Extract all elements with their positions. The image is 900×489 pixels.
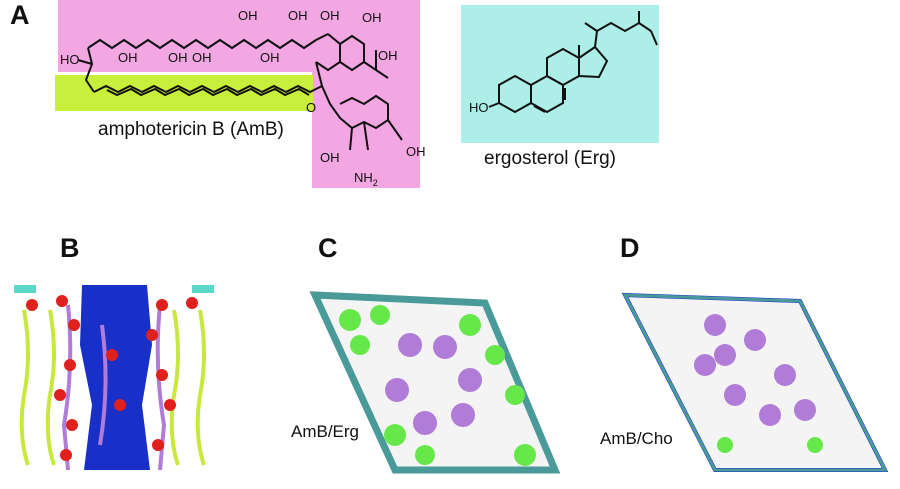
panel-letter-a: A	[10, 0, 30, 30]
channel-surface	[80, 285, 152, 470]
channel-top-view-cho	[621, 292, 889, 472]
amb-oh-label: OH	[260, 50, 280, 65]
channel-side-view	[14, 285, 214, 471]
lipid-tails	[19, 309, 206, 466]
cholesterol-molecules	[717, 437, 823, 453]
erg-bonds	[488, 11, 658, 114]
amb-oh-label: OH	[320, 150, 340, 165]
amb-oh-label: OH	[320, 8, 340, 23]
amb-bonds	[77, 33, 403, 151]
amphotericin-b-structure: OH OH OH OH OH OH OH OH OH HO O OH OH NH…	[55, 0, 426, 188]
amb-oh-label: OH	[406, 144, 426, 159]
amb-amine-label: NH2	[354, 170, 378, 188]
amb-ho-label: HO	[60, 52, 80, 67]
amb-oh-label: OH	[238, 8, 258, 23]
panel-letter-b: B	[60, 233, 80, 263]
amb-oh-label: OH	[168, 50, 188, 65]
ergosterol-structure: HO	[461, 5, 659, 143]
label-amb-erg: AmB/Erg	[291, 422, 360, 441]
amb-oh-label: OH	[118, 50, 138, 65]
panel-letter-d: D	[620, 233, 640, 263]
oxygen-atoms	[26, 295, 198, 461]
erg-ho-label: HO	[469, 100, 489, 115]
amb-oh-label: OH	[288, 8, 308, 23]
ergosterol-molecules	[339, 305, 536, 466]
amb-o-label: O	[306, 100, 316, 115]
amb-oh-label: OH	[362, 10, 382, 25]
amb-oh-label: OH	[378, 48, 398, 63]
panel-letter-c: C	[318, 233, 338, 263]
erg-caption: ergosterol (Erg)	[484, 148, 616, 169]
pore	[419, 369, 451, 401]
amb-molecules	[385, 333, 482, 435]
headgroups	[14, 285, 214, 293]
label-amb-cho: AmB/Cho	[600, 429, 673, 448]
ergosterol-highlight	[461, 5, 659, 143]
amb-molecules	[694, 314, 816, 426]
amb-oh-label: OH	[192, 50, 212, 65]
amb-caption: amphotericin B (AmB)	[98, 119, 284, 140]
polyol-highlight	[58, 0, 420, 72]
channel-top-view-erg	[309, 291, 561, 474]
simulation-box-outline	[622, 293, 888, 472]
